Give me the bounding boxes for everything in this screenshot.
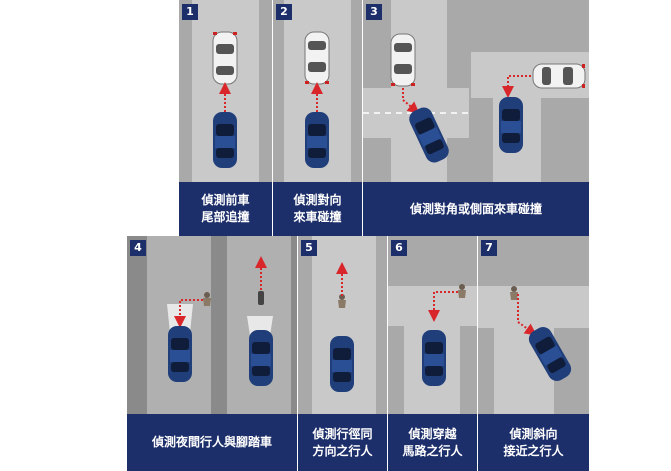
- caption-text: 偵測夜間行人與腳踏車: [151, 435, 272, 449]
- caption-text: 偵測穿越 馬路之行人: [402, 426, 463, 458]
- panel-caption: 偵測行徑同 方向之行人: [298, 414, 387, 471]
- caption-text: 偵測斜向 接近之行人: [503, 426, 564, 458]
- panel-5: 5 偵測行徑同 方向之行人: [298, 236, 387, 471]
- scene-crossing-pedestrian: [388, 236, 477, 414]
- panel-caption: 偵測前車 尾部追撞: [179, 182, 272, 236]
- scene-same-direction-pedestrian: [298, 236, 387, 414]
- caption-text: 偵測對向 來車碰撞: [293, 193, 342, 224]
- panel-number: 4: [130, 240, 146, 256]
- panel-caption: 偵測斜向 接近之行人: [478, 414, 589, 471]
- panel-caption: 偵測對向 來車碰撞: [273, 182, 362, 236]
- panel-4: 4 偵測夜間行人與腳踏車: [127, 236, 297, 471]
- panel-number: 1: [182, 4, 198, 20]
- panel-number: 3: [366, 4, 382, 20]
- panel-7: 7 偵測斜向 接近之行人: [478, 236, 589, 471]
- panel-number: 7: [481, 240, 497, 256]
- scene-oncoming-collision: [273, 0, 362, 182]
- panel-number: 2: [276, 4, 292, 20]
- panel-6: 6 偵測穿越 馬路之行人: [388, 236, 477, 471]
- panel-caption: 偵測夜間行人與腳踏車: [127, 414, 297, 471]
- scene-diagonal-pedestrian: [478, 236, 589, 414]
- panel-1: 1 偵測前車 尾部追撞: [179, 0, 272, 236]
- panel-caption: 偵測對角或側面來車碰撞: [363, 182, 589, 236]
- panel-3: 3 偵測對角或側面來車碰撞: [363, 0, 589, 236]
- caption-text: 偵測前車 尾部追撞: [201, 193, 250, 224]
- caption-text: 偵測對角或側面來車碰撞: [409, 201, 542, 216]
- scene-rear-collision: [179, 0, 272, 182]
- scene-night-pedestrian-bicycle: [127, 236, 297, 414]
- panel-number: 6: [391, 240, 407, 256]
- panel-2: 2 偵測對向 來車碰撞: [273, 0, 362, 236]
- caption-text: 偵測行徑同 方向之行人: [312, 426, 373, 458]
- scene-side-collision: [363, 0, 589, 182]
- panel-number: 5: [301, 240, 317, 256]
- panel-caption: 偵測穿越 馬路之行人: [388, 414, 477, 471]
